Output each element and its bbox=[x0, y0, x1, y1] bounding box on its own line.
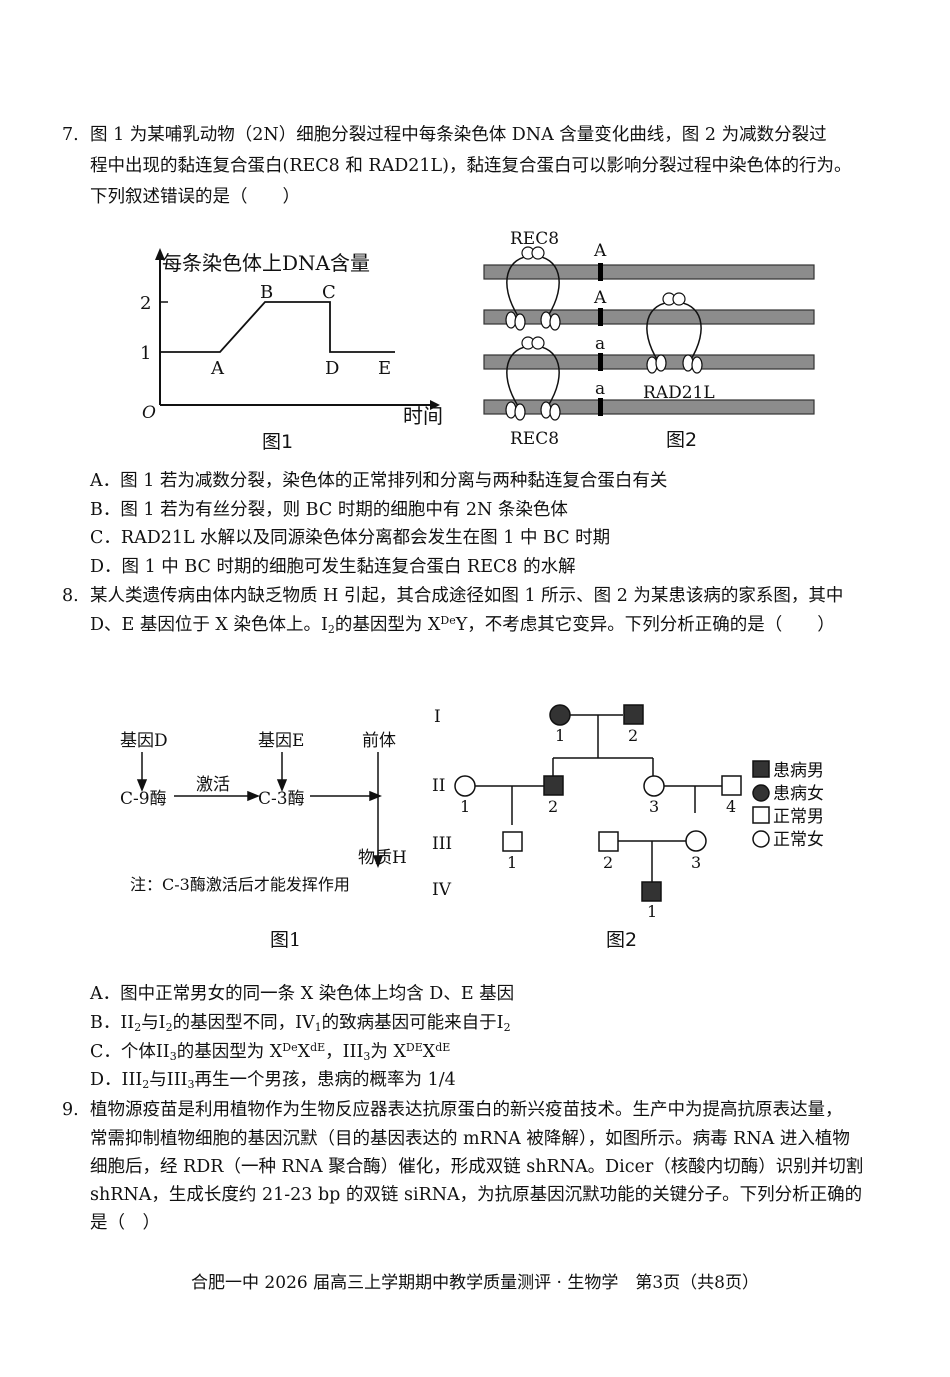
q7-stem-line3: 下列叙述错误的是（ ） bbox=[90, 187, 300, 207]
q8-number: 8. bbox=[62, 586, 79, 606]
q8-fig2-gen-ii: II bbox=[432, 776, 445, 796]
q7-option-d: D．图 1 中 BC 时期的细胞可发生黏连复合蛋白 REC8 的水解 bbox=[90, 557, 576, 577]
q8-ped-ii4-label: 4 bbox=[726, 797, 736, 816]
q8-ped-ii4 bbox=[721, 775, 742, 796]
q8-ped-iii3 bbox=[685, 830, 707, 852]
q7-stem-line2: 程中出现的黏连复合蛋白(REC8 和 RAD21L)，黏连复合蛋白可以影响分裂过… bbox=[90, 156, 852, 176]
q8-fig1-activate: 激活 bbox=[196, 775, 230, 795]
q8-fig1-gene-e: 基因E bbox=[258, 731, 304, 751]
q8-ped-iii2-label: 2 bbox=[603, 853, 613, 872]
q8-option-d: D．III2与III3再生一个男孩，患病的概率为 1/4 bbox=[90, 1070, 456, 1091]
q8-ped-ii1 bbox=[454, 775, 476, 797]
q7-fig1-point-c: C bbox=[322, 282, 336, 303]
q8-ped-i1-label: 1 bbox=[555, 726, 565, 745]
q9-stem-line5: 是（ ） bbox=[90, 1213, 160, 1233]
q8-ped-iii1-label: 1 bbox=[507, 853, 517, 872]
q7-fig1-xlabel: 时间 bbox=[403, 404, 443, 428]
q8-fig1-precursor: 前体 bbox=[362, 731, 396, 751]
q8-ped-ii3-label: 3 bbox=[649, 797, 659, 816]
q8-ped-iii1 bbox=[502, 831, 523, 852]
q8-fig1-note: 注：C-3酶激活后才能发挥作用 bbox=[130, 875, 350, 894]
q8-option-a: A．图中正常男女的同一条 X 染色体上均含 D、E 基因 bbox=[90, 984, 515, 1004]
q7-stem-line1: 图 1 为某哺乳动物（2N）细胞分裂过程中每条染色体 DNA 含量变化曲线，图 … bbox=[90, 125, 827, 145]
q8-option-b: B．II2与I2的基因型不同，IV1的致病基因可能来自于I2 bbox=[90, 1013, 511, 1034]
q7-fig1-ytick-1: 1 bbox=[140, 343, 151, 364]
q7-fig1-point-d: D bbox=[325, 358, 339, 379]
q8-ped-iii2 bbox=[598, 831, 619, 852]
q8-fig2-caption: 图2 bbox=[606, 929, 637, 951]
q8-ped-ii1-label: 1 bbox=[460, 797, 470, 816]
q8-legend-normal-male: 正常男 bbox=[773, 807, 824, 827]
q8-figure2: I II III IV 1 2 1 2 3 4 1 2 3 bbox=[432, 704, 824, 951]
q7-fig1-caption: 图1 bbox=[262, 431, 293, 453]
q7-fig1-point-e: E bbox=[378, 358, 391, 379]
q8-figure1: 基因D 基因E 前体 C-9酶 激活 C-3酶 物质H 注：C-3酶激活后才能发… bbox=[120, 731, 407, 951]
q9-stem-line1: 植物源疫苗是利用植物作为生物反应器表达抗原蛋白的新兴疫苗技术。生产中为提高抗原表… bbox=[90, 1100, 843, 1120]
q7-number: 7. bbox=[62, 125, 79, 145]
q8-stem-line2: D、E 基因位于 X 染色体上。I2的基因型为 XDeY，不考虑其它变异。下列分… bbox=[90, 614, 835, 636]
q8-stem-line1: 某人类遗传病由体内缺乏物质 H 引起，其合成途径如图 1 所示、图 2 为某患该… bbox=[90, 586, 844, 606]
q8-fig1-substance-h: 物质H bbox=[358, 848, 407, 868]
q8-ped-iv1-label: 1 bbox=[647, 902, 657, 921]
chromosome-1 bbox=[483, 264, 815, 280]
q9-stem-line4: shRNA，生成长度约 21-23 bp 的双链 siRNA，为抗原基因沉默功能… bbox=[90, 1185, 863, 1205]
q9-stem-line3: 细胞后，经 RDR（一种 RNA 聚合酶）催化，形成双链 shRNA。Dicer… bbox=[90, 1157, 864, 1177]
q7-fig1-ytick-2: 2 bbox=[140, 293, 151, 314]
q7-fig2-allele-1: A bbox=[593, 241, 607, 261]
q7-fig2-allele-3: a bbox=[595, 334, 605, 354]
q7-fig2-allele-4: a bbox=[595, 379, 605, 399]
q8-fig2-legend bbox=[752, 760, 770, 848]
q8-fig2-gen-iv: IV bbox=[432, 880, 452, 900]
q8-fig1-gene-d: 基因D bbox=[120, 731, 168, 751]
q7-fig1-point-a: A bbox=[210, 358, 225, 379]
q7-option-b: B．图 1 若为有丝分裂，则 BC 时期的细胞中有 2N 条染色体 bbox=[90, 500, 568, 520]
q7-fig1-origin: O bbox=[142, 403, 156, 423]
q9-stem-line2: 常需抑制植物细胞的基因沉默（目的基因表达的 mRNA 被降解），如图所示。病毒 … bbox=[90, 1129, 850, 1149]
q8-option-c: C．个体II3的基因型为 XDeXdE，III3为 XDEXdE bbox=[90, 1041, 451, 1063]
q8-fig2-gen-iii: III bbox=[432, 834, 452, 854]
q8-ped-ii2-label: 2 bbox=[548, 797, 558, 816]
q7-fig2-rec8-top-label: REC8 bbox=[510, 229, 559, 249]
q8-legend-affected-female: 患病女 bbox=[773, 784, 824, 804]
q8-fig1-caption: 图1 bbox=[270, 929, 301, 951]
q7-figure2: REC8 REC8 RAD21L A A a a 图2 bbox=[483, 229, 815, 451]
q7-option-a: A．图 1 若为减数分裂，染色体的正常排列和分离与两种黏连复合蛋白有关 bbox=[90, 471, 668, 491]
chromosome-4 bbox=[483, 399, 815, 415]
q8-ped-iv1 bbox=[641, 881, 662, 902]
q9-number: 9. bbox=[62, 1100, 79, 1120]
q8-ped-iii3-label: 3 bbox=[691, 853, 701, 872]
q8-ped-i2-label: 2 bbox=[628, 726, 638, 745]
q7-fig2-allele-2: A bbox=[593, 288, 607, 308]
q7-fig1-point-b: B bbox=[260, 282, 273, 303]
q7-figure1: 每条染色体上DNA含量 时间 O 2 1 A B C D E 图1 bbox=[140, 248, 443, 453]
q8-legend-affected-male: 患病男 bbox=[773, 761, 824, 781]
q8-legend-normal-female: 正常女 bbox=[773, 830, 824, 850]
q7-option-c: C．RAD21L 水解以及同源染色体分离都会发生在图 1 中 BC 时期 bbox=[90, 528, 611, 548]
q8-ped-i2 bbox=[623, 704, 644, 725]
q7-fig2-rad21l-label: RAD21L bbox=[643, 383, 715, 403]
q7-fig2-caption: 图2 bbox=[666, 429, 697, 451]
q7-fig1-ylabel: 每条染色体上DNA含量 bbox=[162, 251, 370, 275]
q8-ped-i1 bbox=[549, 704, 571, 726]
q8-fig1-enzyme-c3: C-3酶 bbox=[258, 789, 305, 809]
q8-fig2-gen-i: I bbox=[434, 707, 441, 727]
q8-ped-ii3 bbox=[643, 775, 665, 797]
q7-fig2-rec8-bottom-label: REC8 bbox=[510, 429, 559, 449]
q8-ped-ii2 bbox=[543, 775, 564, 796]
q8-fig1-enzyme-c9: C-9酶 bbox=[120, 789, 167, 809]
cohesin-complexes bbox=[505, 246, 703, 421]
page-footer: 合肥一中 2026 届高三上学期期中教学质量测评 · 生物学 第3页（共8页） bbox=[191, 1273, 759, 1293]
